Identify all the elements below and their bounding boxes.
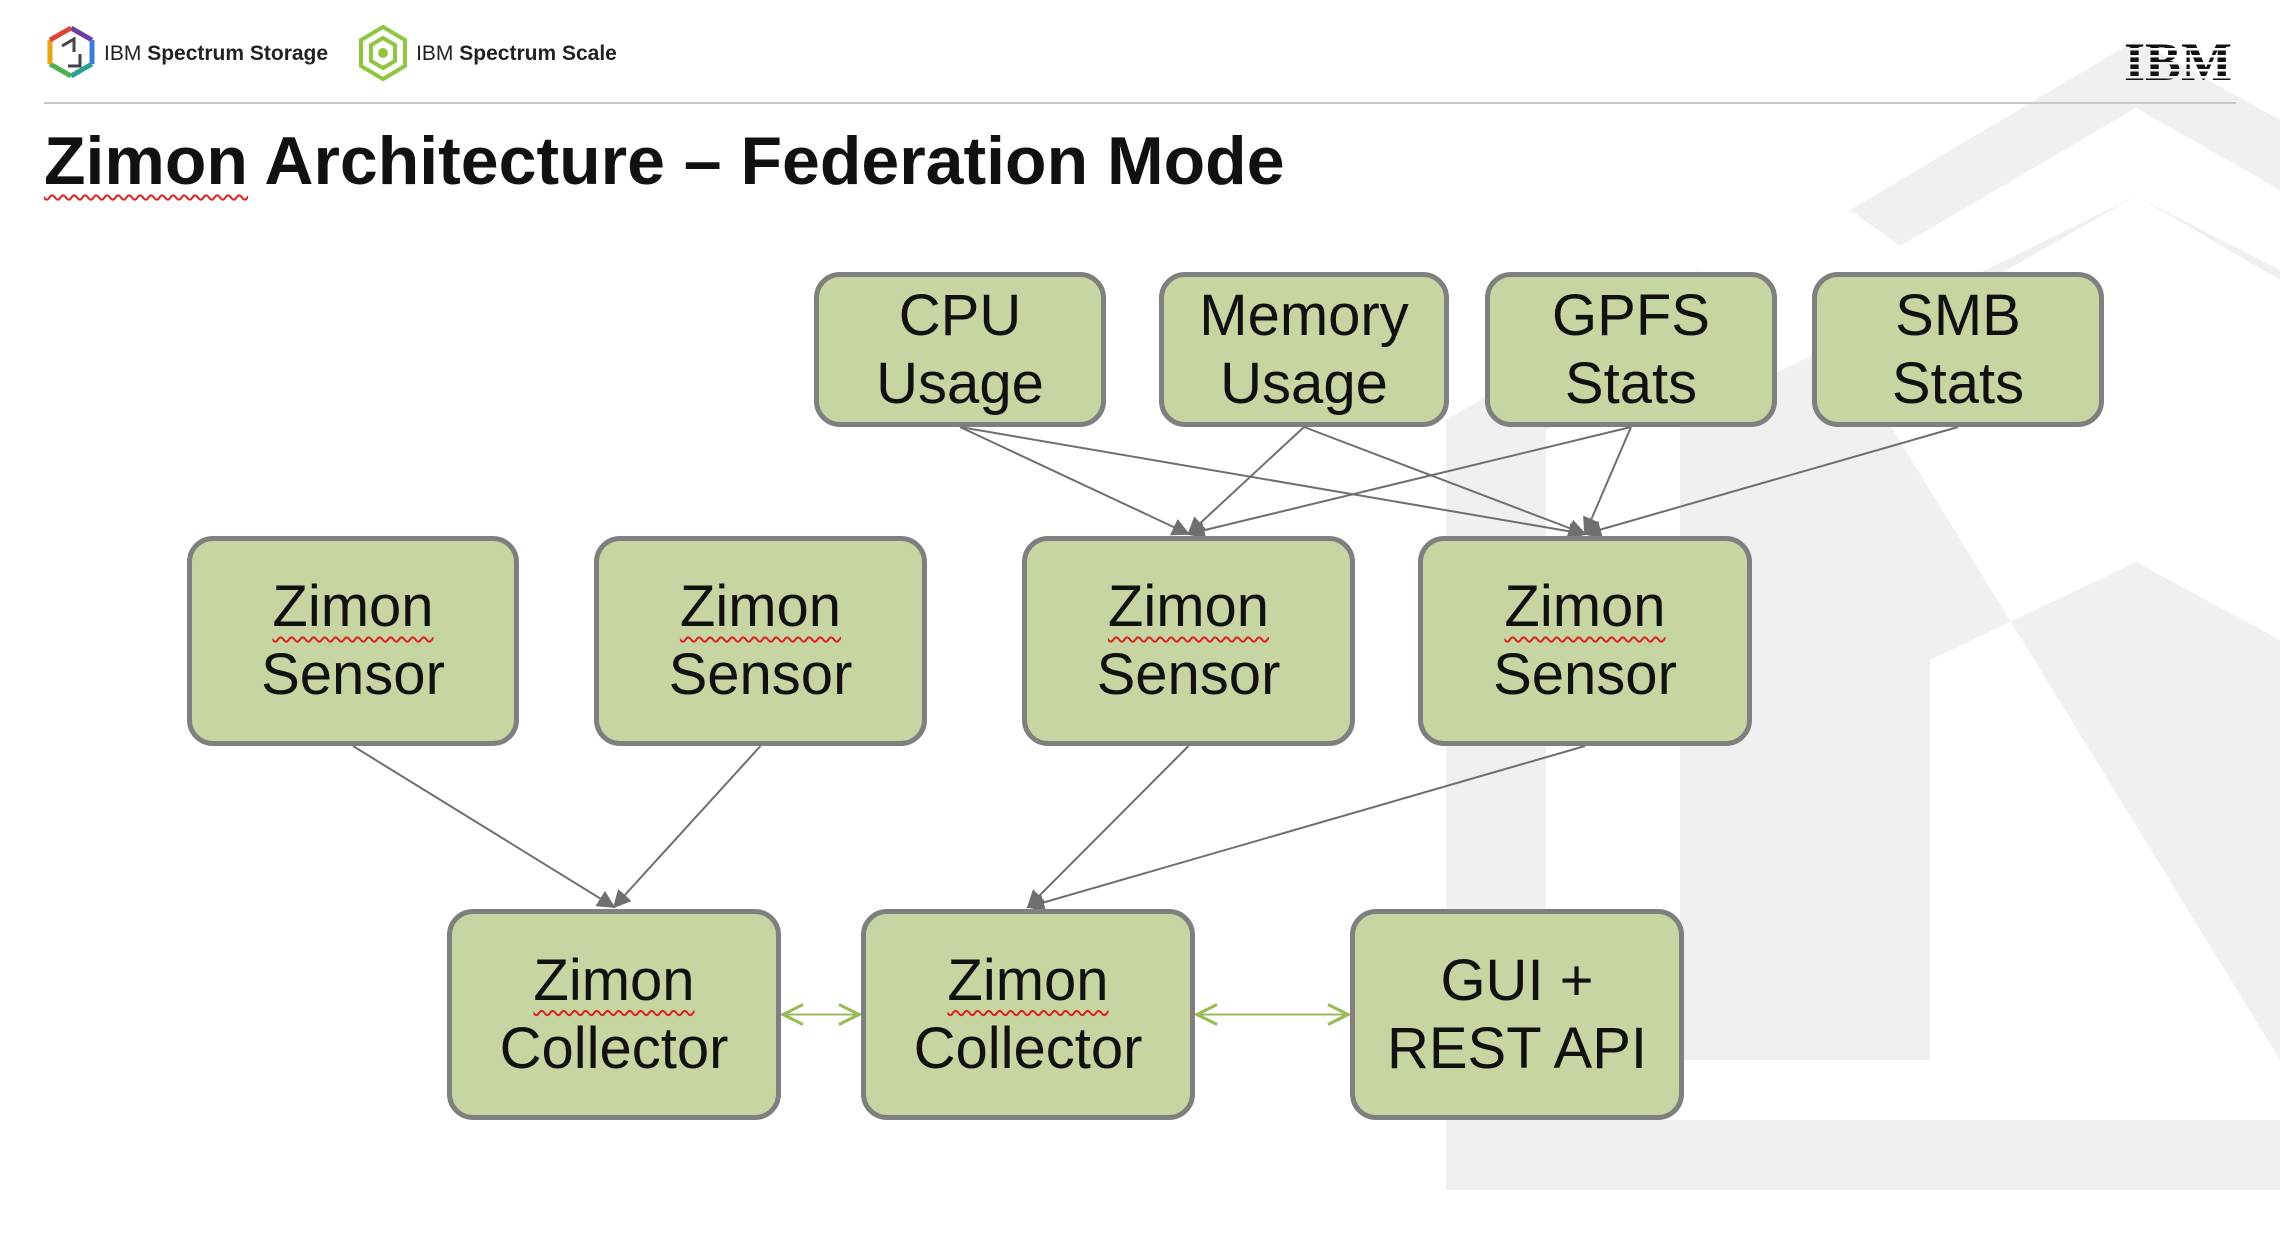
edge-sensor3-to-collector2	[1026, 745, 1190, 909]
slide-title: Zimon Architecture – Federation Mode	[44, 123, 1285, 199]
edge-gpfs-to-sensor4	[1583, 426, 1632, 536]
svg-text:IBM: IBM	[2124, 36, 2232, 84]
edge-gpfs-to-sensor3	[1186, 426, 1632, 539]
edge-sensor1-to-collector1	[352, 745, 616, 908]
edge-smb-to-sensor4	[1583, 426, 1959, 539]
edge-memory-to-sensor3	[1187, 426, 1305, 536]
brand-spectrum-storage-label: IBM Spectrum Storage	[104, 42, 329, 65]
brand-spectrum-scale-label: IBM Spectrum Scale	[416, 42, 617, 65]
ibm-logo-icon: IBM	[2124, 36, 2232, 84]
edge-sensor2-to-collector1	[612, 745, 762, 909]
spectrum-scale-hexagon-icon	[359, 24, 408, 82]
brand-spectrum-storage: IBM Spectrum Storage	[44, 24, 328, 84]
header-brand-bar: IBM Spectrum Storage IBM Spectrum Scale	[44, 24, 645, 84]
brand-spectrum-scale: IBM Spectrum Scale	[356, 24, 617, 84]
node-gui-rest-api: GUI +REST API	[1350, 909, 1684, 1120]
edge-cpu-to-sensor4	[959, 426, 1587, 541]
header-divider	[44, 102, 2236, 104]
edge-sensor4-to-collector2	[1026, 745, 1586, 912]
spectrum-storage-hexagon-icon	[47, 25, 95, 79]
edge-memory-to-sensor4	[1303, 426, 1587, 537]
edge-cpu-to-sensor3	[959, 426, 1191, 536]
